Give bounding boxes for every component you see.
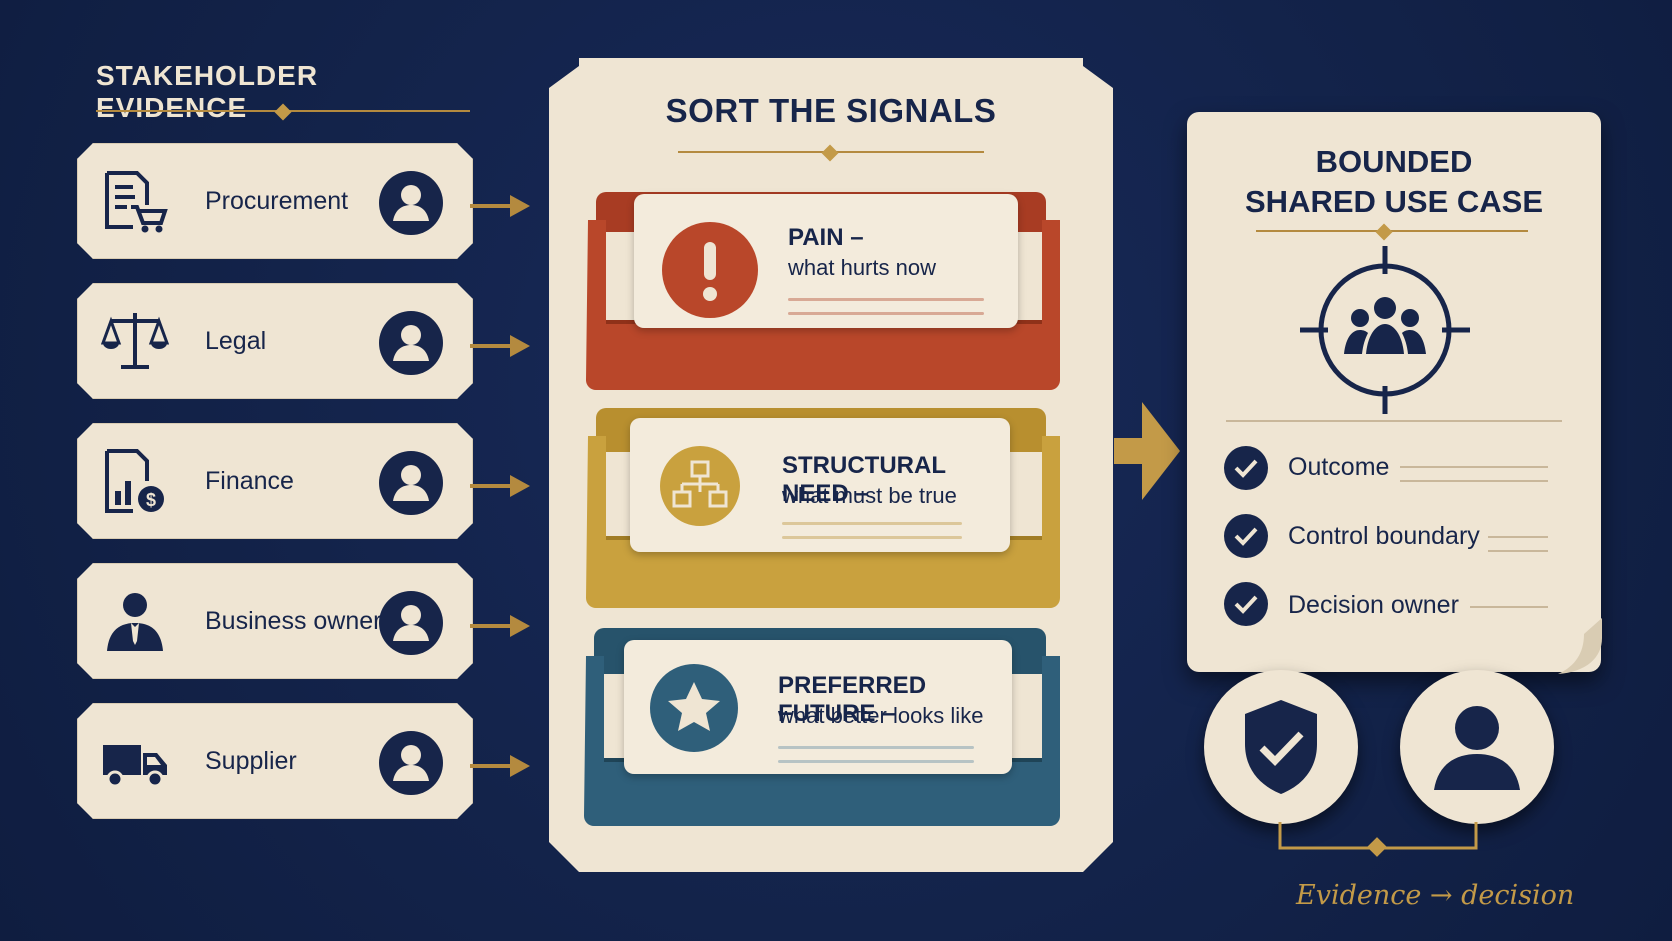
- checklist-line: [1488, 550, 1548, 552]
- preferred-future-title: PREFERRED FUTURE –: [778, 672, 927, 727]
- pain-line: [788, 298, 984, 301]
- scales-icon: [101, 309, 169, 373]
- use-case-title-line2: SHARED USE CASE: [1245, 184, 1543, 219]
- stakeholder-label: Finance: [205, 466, 294, 495]
- person-badge: [1400, 670, 1554, 824]
- stakeholder-label: Supplier: [205, 746, 297, 775]
- check-icon: [1224, 446, 1268, 490]
- stakeholder-label: Business owner: [205, 606, 382, 635]
- badge-connector: [1278, 822, 1478, 857]
- stakeholder-card-business-owner[interactable]: Business owner: [77, 563, 473, 679]
- hierarchy-icon: [660, 446, 740, 526]
- exclamation-icon: [662, 222, 758, 318]
- arrow-right-icon: [470, 195, 530, 217]
- pain-line: [788, 312, 984, 315]
- structural-need-title: STRUCTURAL NEED –: [782, 452, 946, 507]
- person-icon: [379, 311, 443, 375]
- use-case-title-line1: BOUNDED: [1315, 144, 1473, 179]
- arrow-right-icon: [470, 755, 530, 777]
- structural-need-subtitle: what must be true: [782, 483, 957, 508]
- star-icon: [650, 664, 738, 752]
- checklist-label-outcome: Outcome: [1288, 453, 1390, 481]
- svg-text:$: $: [146, 490, 156, 510]
- use-case-title: BOUNDED SHARED USE CASE: [1187, 142, 1601, 222]
- business-person-icon: [101, 589, 169, 653]
- check-icon: [1224, 514, 1268, 558]
- stakeholder-card-legal[interactable]: Legal: [77, 283, 473, 399]
- checklist-label-control-boundary: Control boundary: [1288, 522, 1480, 550]
- checklist-line: [1400, 466, 1548, 468]
- arrow-right-icon: [470, 615, 530, 637]
- check-icon: [1224, 582, 1268, 626]
- shield-check-badge: [1204, 670, 1358, 824]
- checklist-line: [1400, 480, 1548, 482]
- preferred-future-subtitle: what better looks like: [778, 703, 984, 728]
- big-arrow-right-icon: [1114, 402, 1180, 500]
- target-group-icon: [1300, 246, 1470, 414]
- doc-divider: [1226, 420, 1562, 422]
- page-curl-icon: [1558, 618, 1602, 674]
- arrow-right-icon: [470, 475, 530, 497]
- person-icon: [1434, 706, 1520, 790]
- arrow-right-icon: [470, 335, 530, 357]
- shield-check-icon: [1245, 700, 1317, 794]
- checklist-label-decision-owner: Decision owner: [1288, 591, 1459, 619]
- person-icon: [379, 171, 443, 235]
- pain-card[interactable]: PAIN – what hurts now: [634, 194, 1018, 328]
- structural-need-card[interactable]: STRUCTURAL NEED – what must be true: [630, 418, 1010, 552]
- preferred-future-line: [778, 746, 974, 749]
- stakeholder-label: Procurement: [205, 186, 349, 215]
- stakeholder-card-finance[interactable]: $ Finance: [77, 423, 473, 539]
- person-icon: [379, 591, 443, 655]
- structural-need-line: [782, 522, 962, 525]
- sort-signals-title: SORT THE SIGNALS: [665, 92, 997, 129]
- stakeholder-evidence-title: STAKEHOLDER EVIDENCE: [96, 60, 319, 123]
- stakeholder-card-procurement[interactable]: Procurement: [77, 143, 473, 259]
- document-cart-icon: [101, 169, 169, 233]
- structural-need-line: [782, 536, 962, 539]
- preferred-future-card[interactable]: PREFERRED FUTURE – what better looks lik…: [624, 640, 1012, 774]
- person-icon: [379, 451, 443, 515]
- evidence-decision-caption: Evidence → decision: [1296, 880, 1575, 911]
- chart-dollar-icon: $: [101, 449, 169, 513]
- person-icon: [379, 731, 443, 795]
- pain-title: PAIN –: [788, 224, 864, 251]
- stakeholder-card-supplier[interactable]: Supplier: [77, 703, 473, 819]
- preferred-future-line: [778, 760, 974, 763]
- checklist-line: [1488, 536, 1548, 538]
- pain-subtitle: what hurts now: [788, 255, 936, 280]
- truck-icon: [101, 729, 169, 793]
- checklist-line: [1470, 606, 1548, 608]
- stakeholder-label: Legal: [205, 326, 267, 355]
